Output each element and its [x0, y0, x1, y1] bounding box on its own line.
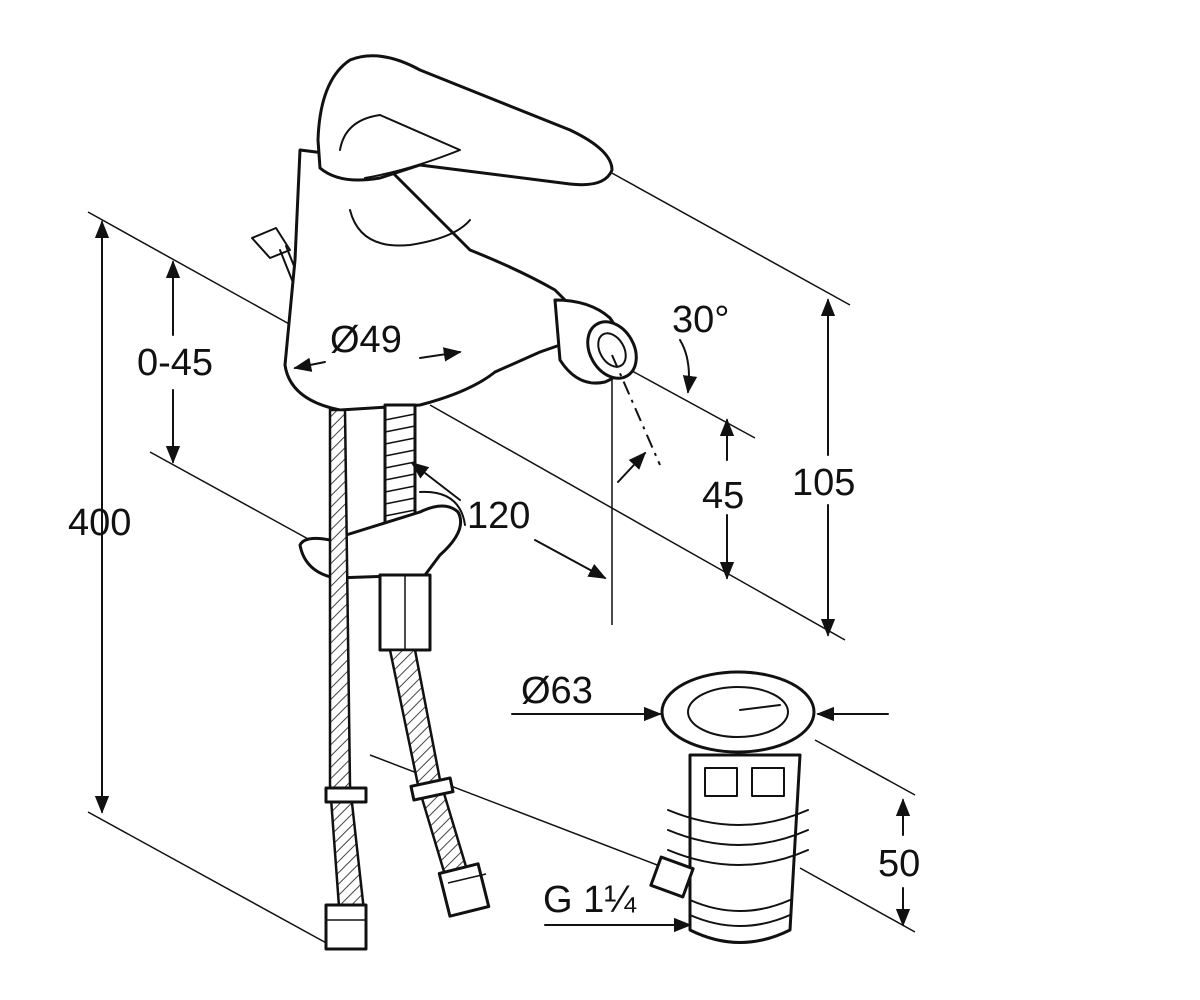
label-spout-height: 45: [702, 475, 744, 517]
label-waste-thread: G 1¼: [543, 879, 637, 921]
label-total-height: 400: [68, 502, 131, 544]
label-tap-height: 105: [792, 462, 855, 504]
label-waste-height: 50: [878, 843, 920, 885]
mounting-kit: [298, 403, 466, 652]
label-adjust-range: 0-45: [137, 342, 213, 384]
waste-valve: [649, 670, 816, 944]
label-spray-angle: 30°: [672, 299, 729, 341]
label-body-diameter: Ø49: [330, 319, 402, 361]
faucet-body: [251, 54, 638, 412]
label-waste-diameter: Ø63: [521, 670, 593, 712]
extension-lines: [87, 171, 916, 946]
dimension-lines: [94, 220, 911, 933]
label-spout-reach: 120: [467, 495, 530, 537]
flexible-hoses: [324, 408, 491, 951]
